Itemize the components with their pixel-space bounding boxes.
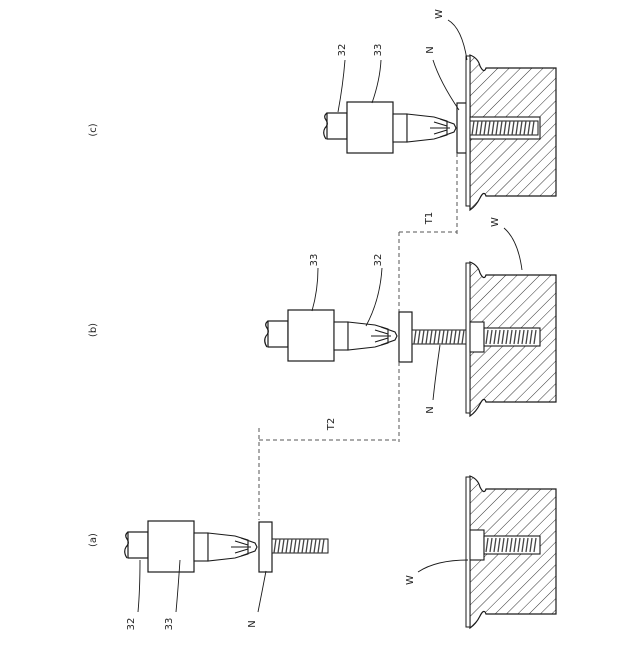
collar-b: [288, 310, 334, 361]
panel-a-label: (a): [88, 533, 99, 547]
collar-a: [148, 521, 194, 572]
panel-c: (c): [88, 9, 556, 210]
shaft-b: [265, 321, 288, 347]
label-w-a: W: [405, 575, 416, 585]
workpiece-b: [466, 262, 556, 416]
leader-33-c: [372, 60, 381, 103]
bit-c: [393, 114, 456, 142]
shaft-a: [125, 532, 148, 558]
leader-n-c: [433, 60, 459, 110]
label-n-b: N: [425, 406, 436, 413]
leader-n-a: [258, 571, 266, 612]
screw-b-shank: [412, 330, 468, 344]
label-t2: T2: [326, 418, 337, 431]
collar-c: [347, 102, 393, 153]
leader-32-b: [366, 268, 382, 326]
nut-b: [399, 312, 412, 362]
label-32-b: 32: [373, 254, 384, 267]
screw-a: [272, 539, 328, 553]
bit-a: [194, 533, 257, 561]
panel-c-label: (c): [88, 123, 99, 136]
dimension-t1: [399, 153, 457, 312]
label-w-b: W: [490, 217, 501, 227]
panel-b: (b): [88, 217, 556, 416]
workpiece-a: [466, 476, 556, 628]
leader-w-c: [448, 20, 467, 60]
label-33-b: 33: [309, 254, 320, 267]
leader-32-c: [338, 60, 345, 112]
leader-n-b: [433, 345, 440, 400]
label-33-a: 33: [164, 618, 175, 631]
screw-c: [470, 121, 538, 135]
leader-33-b: [312, 268, 318, 311]
bit-b: [334, 322, 397, 350]
panel-a: (a): [88, 476, 556, 630]
label-n-c: N: [425, 46, 436, 53]
shaft-c: [324, 113, 347, 139]
label-32-a: 32: [126, 618, 137, 631]
leader-w-b: [504, 228, 522, 270]
panel-b-label: (b): [88, 323, 99, 337]
label-w-c: W: [434, 9, 445, 19]
label-32-c: 32: [337, 44, 348, 57]
leader-w-a: [418, 560, 468, 572]
label-n-a: N: [247, 620, 258, 627]
leader-32-a: [138, 560, 140, 612]
label-33-c: 33: [373, 44, 384, 57]
dimension-t2: [259, 362, 399, 520]
nut-a: [259, 522, 272, 572]
label-t1: T1: [424, 212, 435, 225]
